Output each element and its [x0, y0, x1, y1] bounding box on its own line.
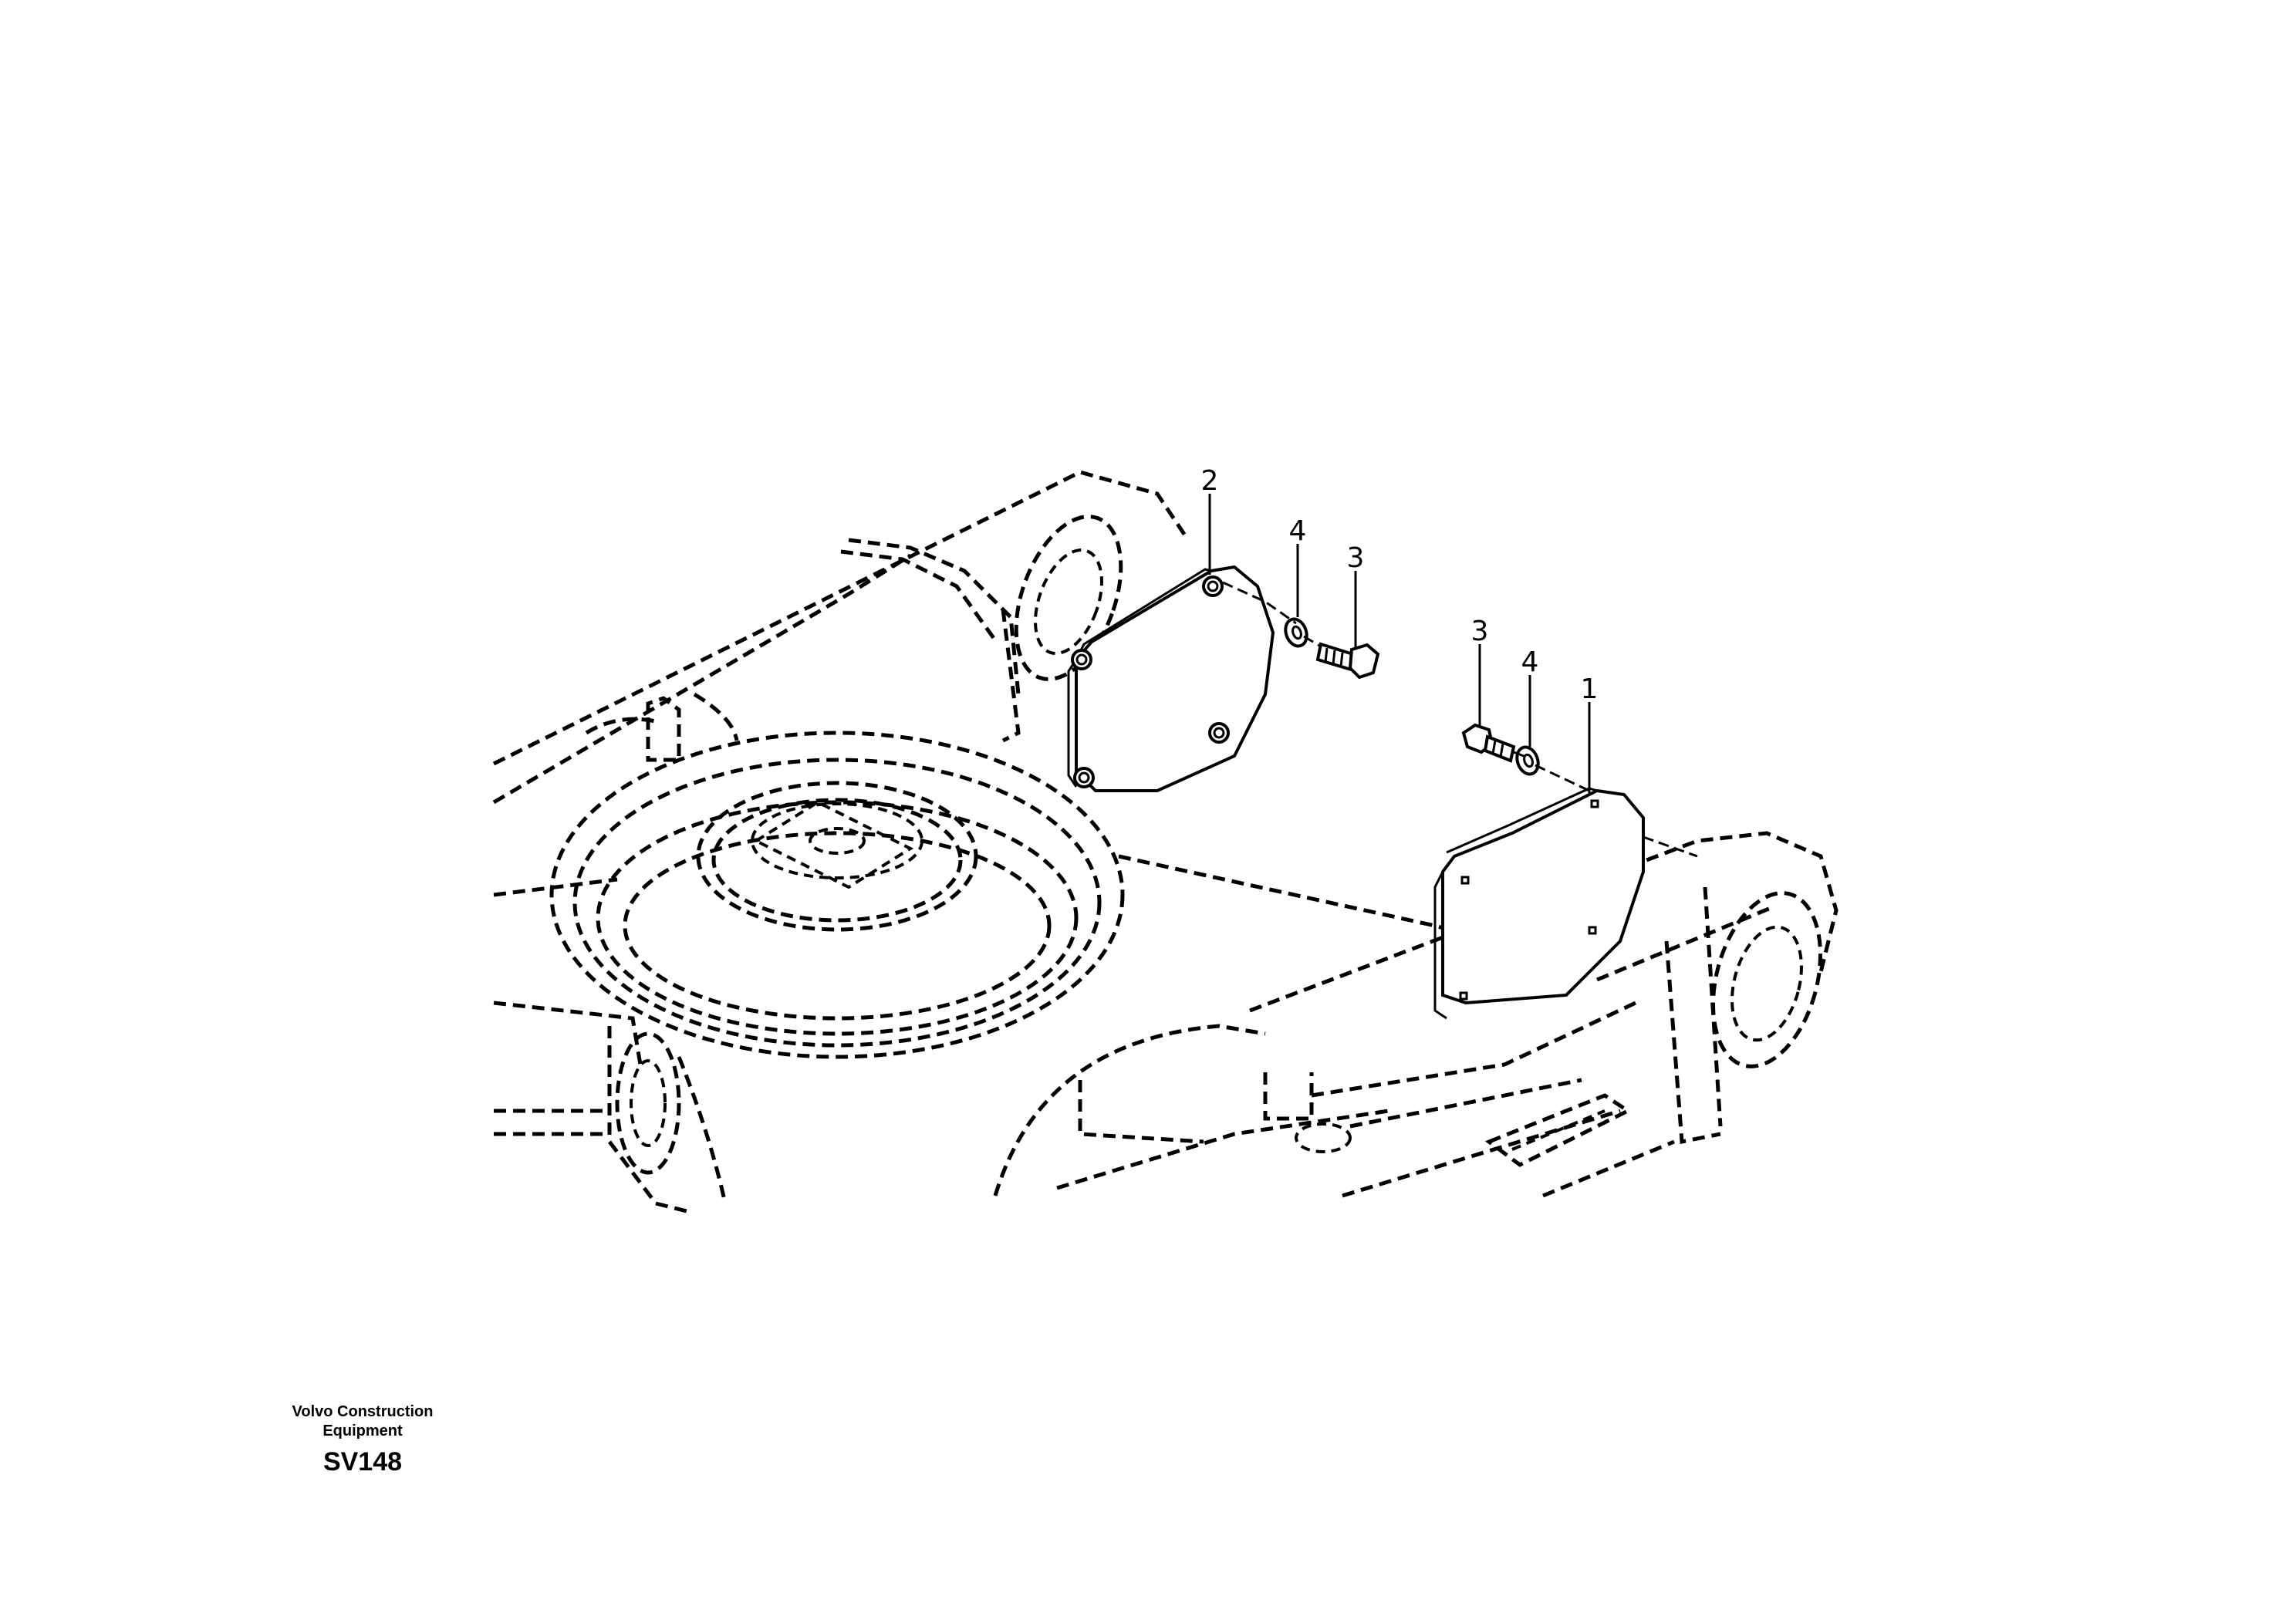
callout-1: 1 [1581, 673, 1599, 705]
washer-4-lower [1515, 745, 1540, 776]
drawing-code: SV148 [322, 1447, 403, 1477]
cover-plate-upper [1067, 565, 1275, 792]
footer-title-block: Volvo Construction Equipment SV148 [262, 1402, 463, 1477]
bolt-3-lower [1461, 723, 1516, 763]
callout-4-lower: 4 [1521, 646, 1539, 678]
company-name-line2: Equipment [322, 1423, 403, 1439]
callout-3-lower: 3 [1471, 616, 1489, 647]
machine-frame-outline [492, 470, 1838, 1213]
cover-plate-lower [1433, 787, 1645, 1020]
callout-4-upper: 4 [1289, 515, 1307, 547]
callout-3-upper: 3 [1347, 542, 1365, 574]
washer-4-upper [1284, 617, 1308, 648]
assembly-axis-lines [1222, 581, 1698, 858]
leader-lines [1208, 494, 1591, 793]
callout-2: 2 [1201, 465, 1219, 497]
company-name-line1: Volvo Construction [292, 1403, 434, 1420]
bolt-3-upper [1315, 642, 1380, 680]
